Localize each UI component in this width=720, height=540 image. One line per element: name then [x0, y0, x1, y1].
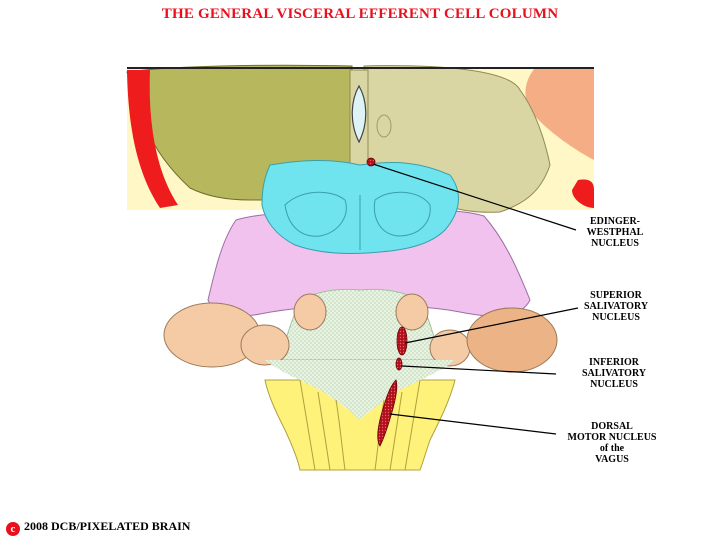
- nuclei: [366, 157, 408, 447]
- right-small-lobe: [395, 293, 429, 331]
- medulla-section: [264, 360, 456, 471]
- right-red-tract: [572, 179, 594, 208]
- label-inferior-salivatory: INFERIOR SALIVATORY NUCLEUS: [576, 357, 652, 390]
- copyright-icon: c: [6, 522, 20, 536]
- leader-superior: [404, 307, 579, 344]
- label-line: INFERIOR: [588, 357, 639, 368]
- leader-edinger: [372, 163, 577, 231]
- inferior-salivatory-nucleus: [395, 357, 403, 371]
- label-line: NUCLEUS: [592, 312, 640, 323]
- label-line: of the: [599, 443, 625, 454]
- label-line: SALIVATORY: [581, 368, 647, 379]
- label-edinger-westphal: EDINGER- WESTPHAL NUCLEUS: [576, 216, 654, 249]
- cyan-lobule-left: [284, 191, 347, 237]
- label-line: WESTPHAL: [586, 227, 644, 238]
- right-tan-lobe: [466, 307, 558, 373]
- copyright-text: 2008 DCB/PIXELATED BRAIN: [24, 519, 191, 533]
- pons-section: [163, 160, 558, 373]
- medulla-dotted-floor: [265, 360, 455, 420]
- left-peach-inner: [240, 324, 290, 366]
- label-line: DORSAL: [591, 421, 633, 432]
- superior-salivatory-nucleus: [396, 326, 408, 356]
- label-line: VAGUS: [595, 454, 629, 465]
- aqueduct: [351, 84, 367, 144]
- aqueduct-shadow: [376, 114, 392, 138]
- medulla-yellow-body: [264, 379, 456, 471]
- page-title: THE GENERAL VISCERAL EFFERENT CELL COLUM…: [161, 6, 559, 22]
- label-superior-salivatory: SUPERIOR SALIVATORY NUCLEUS: [578, 290, 654, 323]
- leader-dorsal: [389, 413, 557, 435]
- label-line: EDINGER-: [589, 216, 640, 227]
- label-line: NUCLEUS: [590, 379, 638, 390]
- leader-inferior: [401, 365, 557, 375]
- label-line: MOTOR NUCLEUS: [567, 432, 657, 443]
- left-small-lobe: [293, 293, 327, 331]
- copyright-notice: c 2008 DCB/PIXELATED BRAIN: [6, 519, 190, 536]
- left-red-tract: [127, 70, 178, 208]
- label-line: SUPERIOR: [590, 290, 642, 301]
- right-peduncle-tan: [525, 68, 594, 160]
- label-line: SALIVATORY: [583, 301, 649, 312]
- label-line: NUCLEUS: [591, 238, 639, 249]
- cyan-lobule-right: [373, 191, 431, 237]
- dorsal-motor-nucleus-vagus: [377, 379, 398, 447]
- leader-lines: [372, 163, 579, 435]
- label-dorsal-motor-vagus: DORSAL MOTOR NUCLEUS of the VAGUS: [556, 421, 668, 465]
